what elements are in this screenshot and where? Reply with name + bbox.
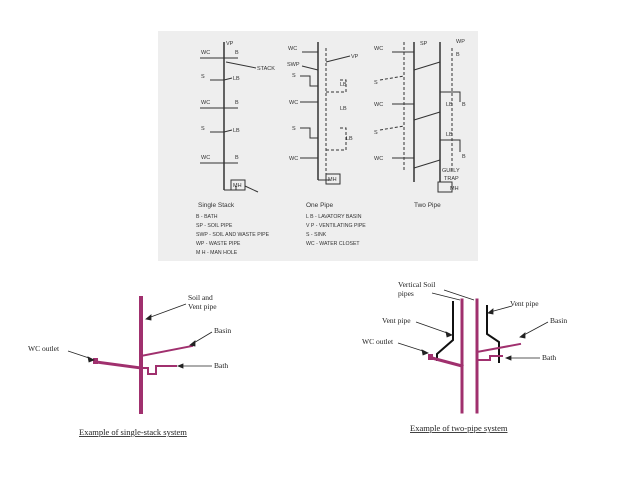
label-basin: Basin (550, 316, 567, 325)
legend-item: B - BATH (196, 214, 218, 220)
label-sp: SP (420, 41, 428, 47)
label-lb: LB (340, 106, 347, 112)
single-stack-labels: VP STACK WC B S LB WC B S LB WC B MH Sin… (198, 41, 275, 209)
label-wc: WC (288, 46, 297, 52)
label-mh: MH (233, 183, 242, 189)
single-stack-schematic (200, 42, 259, 193)
label-swp: SWP (287, 62, 300, 68)
legend-item: S - SINK (306, 232, 327, 238)
legend-item: WP - WASTE PIPE (196, 241, 241, 247)
label-bath: Bath (542, 353, 556, 362)
two-pipe-labels: WC SP WP B S WC LB B S LB WC B GULLY TRA… (374, 39, 466, 209)
label-s: S (292, 126, 296, 132)
label-lb: LB (446, 102, 453, 108)
label-stack: STACK (257, 66, 275, 72)
label-b: B (235, 50, 239, 56)
label-lb: LB (446, 132, 453, 138)
label-s: S (374, 80, 378, 86)
one-pipe-schematic (300, 42, 351, 185)
label-s: S (201, 126, 205, 132)
two-pipe-title: Two Pipe (414, 202, 441, 209)
single-stack-title: Single Stack (198, 202, 235, 209)
single-stack-caption: Example of single-stack system (79, 427, 187, 437)
legend-item: V P - VENTILATING PIPE (306, 223, 366, 229)
single-stack-example-labels: Soil and Vent pipe Basin WC outlet Bath (28, 293, 231, 370)
label-mh: MH (328, 177, 337, 183)
label-b: B (235, 155, 239, 161)
label-s: S (292, 73, 296, 79)
label-vp: VP (351, 54, 359, 60)
label-b: B (462, 154, 466, 160)
legend-item: SWP - SOIL AND WASTE PIPE (196, 232, 270, 238)
single-stack-example-leaders (67, 303, 213, 369)
two-pipe-caption: Example of two-pipe system (410, 423, 508, 433)
label-soil-and-vent-pipe: Vent pipe (188, 302, 217, 311)
label-soil-and-vent-pipe: Soil and (188, 293, 213, 302)
two-pipe-schematic (379, 42, 461, 193)
single-stack-example-pipes (93, 296, 194, 414)
legend-item: M H - MAN HOLE (196, 250, 238, 256)
label-lb: LB (233, 76, 240, 82)
label-lb: LB (346, 136, 353, 142)
label-lb: LB (233, 128, 240, 134)
label-vent-pipe: Vent pipe (382, 316, 411, 325)
legend-item: SP - SOIL PIPE (196, 223, 233, 229)
legend-item: L B - LAVATORY BASIN (306, 214, 362, 220)
label-trap: TRAP (444, 176, 459, 182)
label-vent-pipe: Vent pipe (510, 299, 539, 308)
label-basin: Basin (214, 326, 231, 335)
label-wc: WC (201, 100, 210, 106)
label-s: S (201, 74, 205, 80)
label-vertical-soil-pipes: pipes (398, 289, 414, 298)
label-vp: VP (226, 41, 234, 47)
label-s: S (374, 130, 378, 136)
label-bath: Bath (214, 361, 228, 370)
label-wc: WC (374, 102, 383, 108)
label-wp: WP (456, 39, 465, 45)
label-b: B (462, 102, 466, 108)
one-pipe-title: One Pipe (306, 202, 333, 209)
two-pipe-example-pipes (428, 298, 522, 414)
legend-item: WC - WATER CLOSET (306, 241, 360, 247)
label-lb: LB (340, 82, 347, 88)
abbreviation-legend: B - BATH SP - SOIL PIPE SWP - SOIL AND W… (196, 214, 366, 256)
label-b: B (456, 52, 460, 58)
two-pipe-example-labels: Vertical Soil pipes Vent pipe Vent pipe … (362, 280, 567, 362)
label-gully: GULLY (442, 168, 460, 174)
label-wc: WC (289, 156, 298, 162)
label-wc: WC (374, 156, 383, 162)
label-wc: WC (201, 50, 210, 56)
two-pipe-example-leaders (397, 289, 549, 361)
label-wc: WC (201, 155, 210, 161)
label-wc-outlet: WC outlet (362, 337, 394, 346)
label-wc: WC (289, 100, 298, 106)
label-wc-outlet: WC outlet (28, 344, 60, 353)
label-mh: MH (450, 186, 459, 192)
label-b: B (235, 100, 239, 106)
label-vertical-soil-pipes: Vertical Soil (398, 280, 435, 289)
one-pipe-labels: WC VP SWP S LB WC LB S LB WC MH One Pipe (287, 46, 359, 209)
label-wc: WC (374, 46, 383, 52)
